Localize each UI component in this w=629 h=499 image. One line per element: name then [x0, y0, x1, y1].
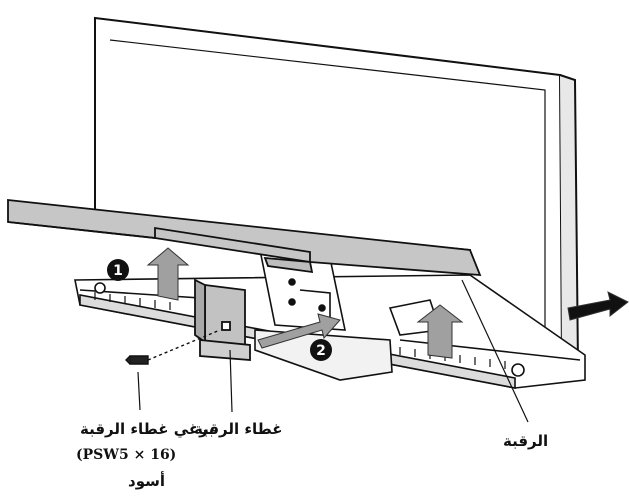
- label-neck-cover: غطاء الرقبة: [194, 420, 283, 438]
- step-1-marker: 1: [107, 259, 129, 281]
- neck-bar: [7, 198, 482, 277]
- step-2-text: 2: [316, 343, 326, 359]
- label-screw-spec: (PSW5 × 16): [76, 447, 177, 463]
- leader-lines: [137, 279, 529, 423]
- label-screw-name: برغي غطاء الرقبة: [80, 420, 215, 438]
- motion-arrows: [146, 247, 629, 359]
- screw: [125, 329, 221, 365]
- tv-panel: [94, 16, 580, 367]
- label-screw-color: أسود: [128, 472, 165, 490]
- step-1-text: 1: [113, 263, 123, 279]
- neck-cover: [194, 278, 251, 361]
- label-neck: الرقبة: [503, 432, 549, 450]
- step-2-marker: 2: [310, 339, 332, 361]
